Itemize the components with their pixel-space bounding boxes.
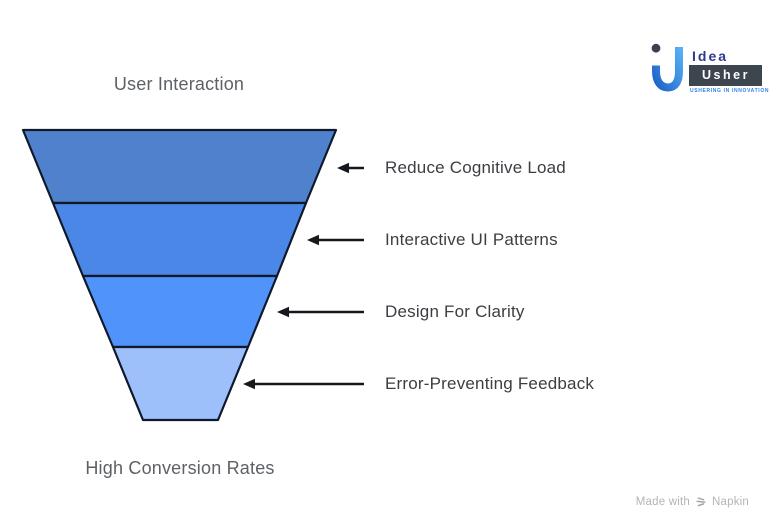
arrowhead-icon	[337, 162, 349, 174]
arrow-reduce-cognitive-load	[337, 162, 364, 174]
napkin-logo-icon	[696, 497, 706, 507]
funnel-segment-2	[51, 201, 308, 278]
logo-usher-text: Usher	[702, 68, 750, 82]
logo-usher-bar: Usher	[689, 65, 762, 86]
funnel-top-title: User Interaction	[113, 74, 245, 94]
arrow-design-for-clarity	[277, 306, 364, 318]
funnel-segment-1	[21, 128, 338, 205]
arrowhead-icon	[277, 306, 289, 318]
arrowhead-icon	[243, 378, 255, 390]
funnel-segment-4	[111, 345, 250, 422]
idea-usher-u-icon	[651, 43, 683, 92]
logo-tagline: USHERING IN INNOVATION	[690, 88, 770, 94]
stage-label-error-preventing-feedback: Error-Preventing Feedback	[385, 374, 595, 393]
arrow-error-preventing-feedback	[243, 378, 364, 390]
stage-label-reduce-cognitive-load: Reduce Cognitive Load	[385, 158, 566, 177]
funnel-segment-3	[81, 274, 279, 349]
arrow-interactive-ui-patterns	[307, 234, 364, 246]
logo-idea-text: Idea	[692, 48, 729, 64]
stage-label-design-for-clarity: Design For Clarity	[385, 302, 525, 321]
made-with-napkin[interactable]: Made with Napkin	[636, 496, 749, 508]
idea-usher-logo: Idea Usher USHERING IN INNOVATION	[649, 43, 768, 95]
funnel-bottom-title: High Conversion Rates	[85, 458, 275, 478]
stage-label-interactive-ui-patterns: Interactive UI Patterns	[385, 230, 558, 249]
made-with-text: Made with	[635, 496, 690, 508]
napkin-brand-text: Napkin	[712, 496, 749, 508]
arrowhead-icon	[307, 234, 319, 246]
